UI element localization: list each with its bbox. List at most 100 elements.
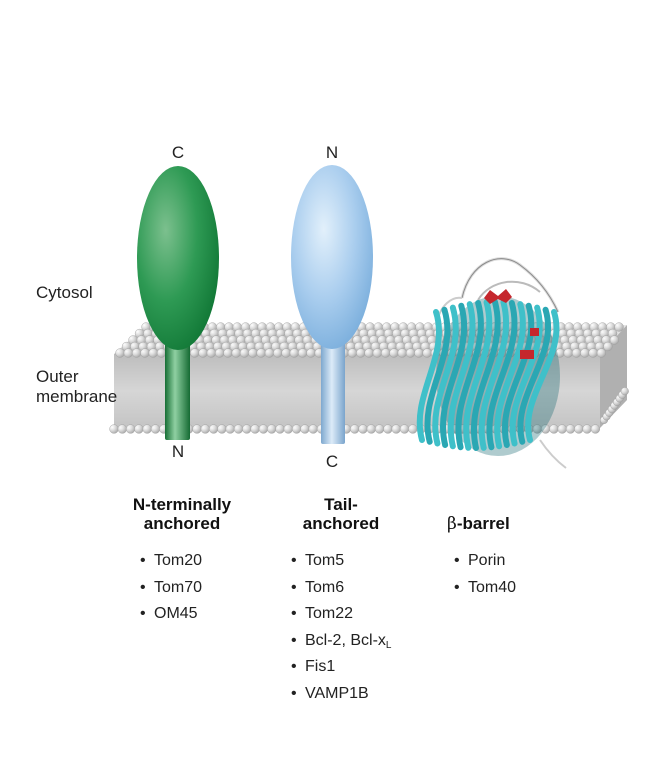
lipid-headgroup xyxy=(273,348,283,358)
lipid-headgroup xyxy=(609,335,620,345)
protein-list-item: • Tom22 xyxy=(291,601,391,628)
lipid-headgroup xyxy=(375,424,385,434)
lipid-headgroup xyxy=(126,424,136,434)
lipid-headgroup xyxy=(366,424,376,434)
lipid-headgroup xyxy=(590,424,601,434)
bullet: • xyxy=(291,684,297,702)
lipid-headgroup xyxy=(190,348,200,358)
lipid-headgroup xyxy=(298,348,308,358)
lipid-headgroup xyxy=(358,424,368,434)
protein-list-item: •Tom40 xyxy=(454,575,516,602)
title-line2: anchored xyxy=(302,514,380,533)
bullet: • xyxy=(140,578,146,596)
lipid-headgroup xyxy=(150,424,161,434)
bullet: • xyxy=(140,605,146,622)
barrel-loop-outline xyxy=(461,258,559,313)
barrel-loop-red xyxy=(484,289,512,304)
lipid-headgroup xyxy=(115,348,125,358)
lipid-headgroup xyxy=(300,424,310,434)
protein-name: Tom6 xyxy=(305,578,345,596)
protein-name-subscript: L xyxy=(385,639,392,651)
protein-name: Porin xyxy=(468,552,506,569)
beta-symbol: β xyxy=(447,514,457,534)
lipid-headgroup xyxy=(563,348,573,358)
blue-cytosolic-domain xyxy=(291,165,373,349)
protein-name: Tom40 xyxy=(468,578,517,596)
barrel-strand xyxy=(486,299,518,451)
barrel-strand xyxy=(525,309,560,443)
lipid-headgroup xyxy=(142,424,152,434)
lipid-headgroup xyxy=(256,348,266,358)
beta-barrel-protein xyxy=(416,257,567,469)
barrel-loop-red xyxy=(520,350,534,359)
outer-membrane-label-line1: Outer xyxy=(36,367,79,386)
beta-barrel-title-rest: -barrel xyxy=(456,514,510,533)
blue-transmembrane-helix xyxy=(321,336,345,444)
lipid-headgroup xyxy=(117,424,127,434)
protein-list-item: • Tom5 xyxy=(291,548,391,575)
protein-name: Tom5 xyxy=(305,552,345,569)
lipid-headgroup xyxy=(571,348,582,358)
lipid-headgroup xyxy=(557,424,567,434)
green-cytosolic-domain xyxy=(137,166,219,350)
barrel-loop xyxy=(477,280,541,301)
lipid-headgroup xyxy=(405,348,416,358)
lipid-headgroup xyxy=(620,387,629,396)
lipid-headgroup xyxy=(264,348,275,358)
lipid-headgroup xyxy=(132,348,142,358)
lipid-headgroup xyxy=(123,348,133,358)
lipid-headgroup xyxy=(258,424,269,434)
protein-name: Bcl-2, Bcl-x xyxy=(305,631,386,649)
lipid-headgroup xyxy=(588,348,598,358)
tail-anchored-title: Tail- anchored xyxy=(303,495,380,533)
lipid-headgroup xyxy=(306,348,316,358)
green-n-terminus-label: N xyxy=(171,442,185,461)
lipid-headgroup xyxy=(574,424,584,434)
bullet: • xyxy=(291,552,297,569)
lipid-headgroup xyxy=(381,348,391,358)
lipid-headgroup xyxy=(582,424,592,434)
lipid-headgroup xyxy=(292,424,302,434)
bullet: • xyxy=(291,658,297,675)
lipid-headgroup xyxy=(109,424,119,434)
n-terminally-anchored-list: •Tom20•Tom70•OM45 xyxy=(140,548,202,628)
protein-list-item: • Tom70 xyxy=(140,575,202,602)
bullet: • xyxy=(291,605,297,622)
lipid-headgroup xyxy=(140,348,150,358)
lipid-headgroup xyxy=(364,348,374,358)
lipid-headgroup xyxy=(408,424,418,434)
lipid-headgroup xyxy=(148,348,158,358)
protein-name: Tom70 xyxy=(154,578,203,596)
title-line1: Tail- xyxy=(324,495,358,514)
protein-name: VAMP1B xyxy=(305,684,369,702)
lipid-headgroup xyxy=(389,348,399,358)
barrel-strand xyxy=(424,306,451,445)
protein-name: Tom20 xyxy=(154,552,203,569)
tail-anchored-list: •Tom5•Tom6•Tom22•Bcl-2, Bcl-xL•Fis1•VAMP… xyxy=(291,548,391,707)
lipid-headgroup xyxy=(242,424,252,434)
lipid-headgroup xyxy=(239,348,250,358)
barrel-strand xyxy=(478,299,510,451)
lipid-headgroup xyxy=(206,348,216,358)
protein-list-item: •OM45 xyxy=(140,601,202,628)
protein-list-item: •Bcl-2, Bcl-xL xyxy=(291,628,391,655)
barrel-strand xyxy=(463,299,493,451)
lipid-headgroup xyxy=(308,424,318,434)
protein-list-item: •Tom20 xyxy=(140,548,202,575)
beta-barrel-list: •Porin•Tom40 xyxy=(454,548,516,601)
lipid-headgroup xyxy=(283,424,293,434)
lipid-headgroup xyxy=(217,424,227,434)
lipid-headgroup xyxy=(399,424,410,434)
lipid-headgroup xyxy=(192,424,202,434)
protein-name: Tom22 xyxy=(305,605,354,622)
lipid-headgroup xyxy=(250,424,260,434)
barrel-loop-red xyxy=(530,328,539,336)
n-terminally-anchored-title: N-terminally anchored xyxy=(133,495,231,533)
barrel-strand xyxy=(440,302,468,448)
barrel-strand xyxy=(455,299,484,451)
lipid-headgroup xyxy=(614,322,624,332)
green-transmembrane-helix xyxy=(165,336,190,440)
lipid-headgroup xyxy=(156,348,167,358)
barrel-strand xyxy=(416,309,443,443)
